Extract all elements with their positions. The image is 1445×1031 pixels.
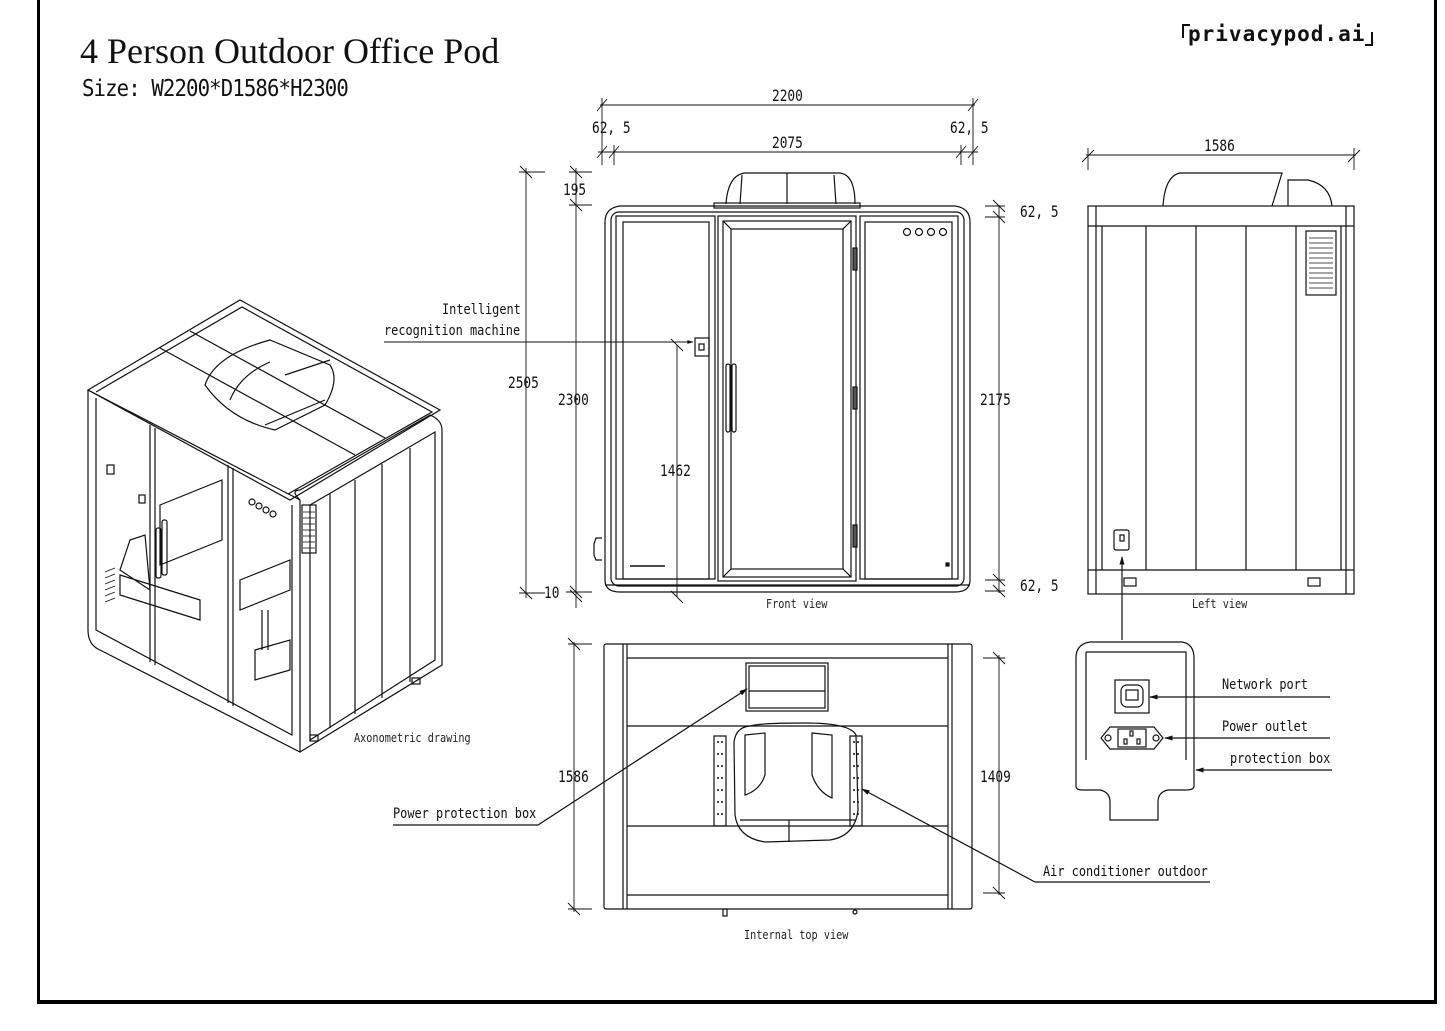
control-icon <box>938 227 948 237</box>
axo-roof <box>86 299 442 501</box>
dim-inner-height: 2175 <box>980 390 1011 409</box>
axo-front <box>87 389 301 753</box>
dim-right-margin: 62, 5 <box>950 118 989 137</box>
page-title: 4 Person Outdoor Office Pod <box>80 31 500 71</box>
left-view <box>1081 148 1361 640</box>
dim-left-margin: 62, 5 <box>592 118 631 137</box>
front-dimensions <box>384 98 1006 608</box>
logo-bracket-right <box>1365 32 1374 46</box>
top-ac-unit <box>733 722 859 843</box>
dim-top-depth: 1586 <box>558 767 589 786</box>
logo-bracket-left <box>1182 24 1190 38</box>
dim-recognition-height: 1462 <box>660 461 691 480</box>
left-glass <box>622 221 710 580</box>
power-box-small <box>1113 529 1130 551</box>
network-port <box>1114 679 1150 714</box>
dim-top-inner-depth: 1409 <box>980 767 1011 786</box>
dim-overall-width: 2200 <box>772 86 803 105</box>
dim-total-height: 2505 <box>508 373 539 392</box>
power-protection-box <box>745 662 829 712</box>
dim-inner-width: 2075 <box>772 133 803 152</box>
protection-box-detail <box>1075 641 1332 821</box>
size-spec: Size: W2200*D1586*H2300 <box>82 76 349 102</box>
top-view <box>393 637 1210 917</box>
callout-protection-box: protection box <box>1230 751 1331 767</box>
dim-bottom-frame: 62, 5 <box>1020 576 1059 595</box>
dim-left-depth: 1586 <box>1204 136 1235 155</box>
brand-logo: privacypod.ai <box>1182 22 1374 46</box>
front-door <box>717 215 857 582</box>
axo-side <box>294 414 443 753</box>
drawing-frame <box>37 0 1437 1004</box>
callout-recognition-line1: Intelligent <box>442 302 521 318</box>
callout-recognition-line2: recognition machine <box>384 323 521 339</box>
recognition-machine <box>694 337 710 357</box>
dim-top-frame: 62, 5 <box>1020 202 1059 221</box>
caption-left-view: Left view <box>1192 597 1248 611</box>
caption-front-view: Front view <box>766 597 828 611</box>
callout-air-conditioner: Air conditioner outdoor <box>1043 864 1208 880</box>
axonometric-pod <box>86 299 443 753</box>
right-glass <box>864 221 953 580</box>
door-handle <box>725 363 731 433</box>
callout-network-port: Network port <box>1222 677 1308 693</box>
control-icon <box>914 227 924 237</box>
axo-ac-unit <box>204 339 335 431</box>
control-icon <box>902 227 912 237</box>
control-icon <box>926 227 936 237</box>
logo-text: privacypod.ai <box>1188 22 1366 46</box>
callout-power-protection-box: Power protection box <box>393 806 537 822</box>
power-outlet <box>1100 726 1164 750</box>
callout-power-outlet: Power outlet <box>1222 719 1308 735</box>
front-ac-unit <box>725 172 856 205</box>
front-body <box>604 205 971 593</box>
front-view <box>593 172 971 593</box>
top-outline <box>603 643 973 910</box>
dim-top-unit: 195 <box>563 180 587 199</box>
left-body <box>1087 205 1355 595</box>
caption-axonometric: Axonometric drawing <box>354 731 471 745</box>
vent-grille <box>1305 230 1337 296</box>
dim-bottom-gap: 10 <box>544 583 560 602</box>
caption-top-view: Internal top view <box>744 928 849 942</box>
dim-height: 2300 <box>558 390 589 409</box>
